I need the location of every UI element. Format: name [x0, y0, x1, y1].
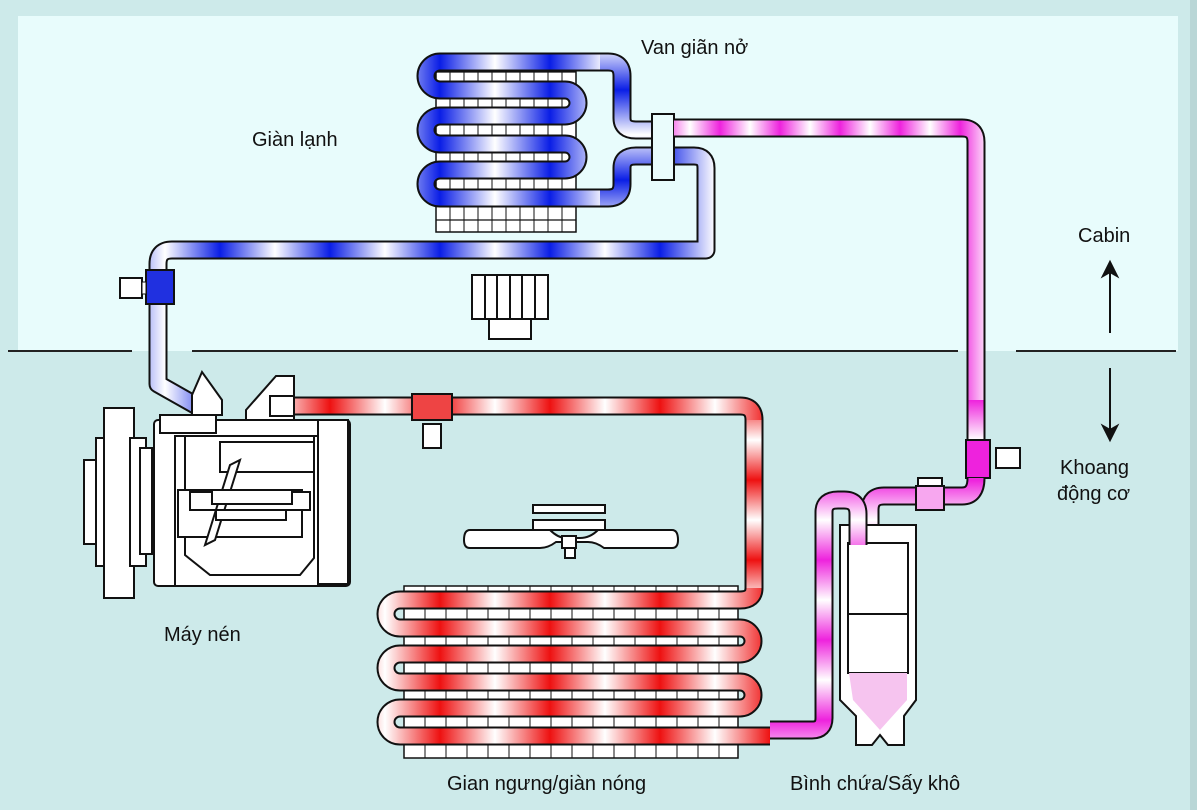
sight-glass [915, 485, 945, 511]
compressor-label: Máy nén [164, 624, 241, 646]
engine-bay-label-line1: Khoang [1060, 457, 1129, 479]
condenser-fan [462, 504, 680, 559]
evaporator [416, 52, 660, 233]
expansion-valve [651, 113, 675, 181]
high-side-service-port [965, 439, 991, 479]
discharge-service-port [411, 393, 453, 421]
cabin-arrow [1100, 259, 1120, 333]
cabin-label: Cabin [1078, 225, 1131, 247]
engine-bay-label-line2: động cơ [1057, 483, 1131, 505]
condenser [376, 585, 770, 759]
expansion-valve-label: Van giãn nở [641, 37, 749, 59]
low-side-service-port [145, 269, 175, 305]
condenser-label: Gian ngưng/giàn nóng [447, 773, 647, 795]
receiver-drier [770, 490, 917, 746]
engine-bay-arrow [1100, 368, 1120, 443]
liquid-line [674, 118, 1021, 720]
right-edge [1190, 0, 1197, 810]
receiver-drier-label: Bình chứa/Sấy khô [790, 773, 961, 795]
suction-line [119, 146, 716, 419]
blower-motor [471, 274, 549, 340]
compressor [83, 369, 351, 599]
evaporator-label: Giàn lạnh [252, 129, 338, 151]
discharge-line [292, 393, 764, 588]
